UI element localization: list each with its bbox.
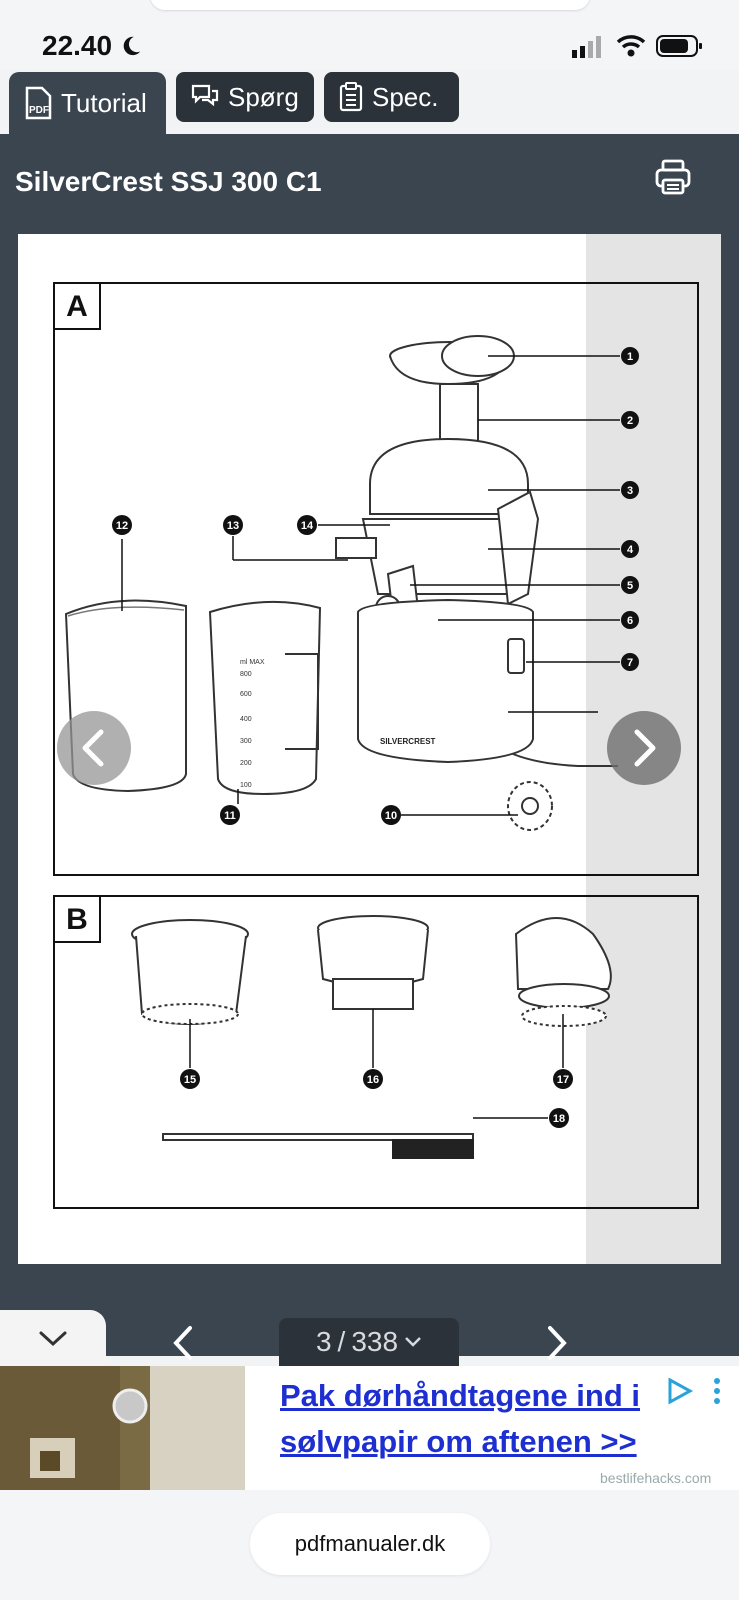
- jug-11: [208, 600, 322, 796]
- status-bar: [0, 0, 739, 70]
- manual-illustration: A ml MAX 800 600 400 300 200 100: [53, 282, 699, 1209]
- url-bar-edge[interactable]: [150, 0, 590, 10]
- battery-icon: [656, 35, 702, 57]
- svg-text:17: 17: [557, 1074, 569, 1086]
- chevron-down-icon: [39, 1331, 67, 1347]
- svg-text:11: 11: [224, 810, 236, 822]
- current-page: 3: [315, 1326, 332, 1357]
- next-page-arrow[interactable]: [544, 1325, 570, 1361]
- callout-badges-a: 1 2 3 4 5 6 7 10 11 12 13 14: [112, 347, 639, 825]
- tab-tutorial[interactable]: PDF Tutorial: [9, 72, 166, 134]
- juicer-drawing: [335, 335, 553, 831]
- tab-label: Tutorial: [61, 87, 147, 118]
- section-b-label-box: [53, 895, 101, 943]
- ad-image[interactable]: [0, 1366, 245, 1490]
- svg-text:200: 200: [240, 760, 252, 767]
- chat-icon: [191, 84, 219, 107]
- tab-spec[interactable]: Spec.: [324, 72, 459, 122]
- pdf-icon: PDF: [25, 86, 52, 120]
- chevron-down-icon: [405, 1337, 421, 1347]
- svg-text:10: 10: [385, 810, 397, 822]
- callout-badges-b: 15 16 17 18: [180, 1069, 573, 1128]
- status-time: 22.40: [42, 30, 142, 62]
- svg-text:12: 12: [116, 520, 128, 532]
- jug-scale: ml MAX 800 600 400 300 200 100: [240, 659, 265, 789]
- tab-ask[interactable]: Spørg: [176, 72, 314, 122]
- svg-text:300: 300: [240, 738, 252, 745]
- svg-text:4: 4: [627, 544, 634, 556]
- print-icon[interactable]: [654, 158, 692, 196]
- section-a-frame: [53, 282, 699, 876]
- page-indicator[interactable]: 3 / 338: [279, 1318, 459, 1366]
- ad-headline-1[interactable]: Pak dørhåndtagene ind i: [280, 1378, 640, 1413]
- more-options-icon[interactable]: [712, 1376, 722, 1406]
- svg-text:7: 7: [627, 657, 633, 669]
- clipboard-icon: [339, 82, 363, 112]
- chevron-left-icon: [82, 729, 104, 767]
- svg-text:3: 3: [627, 485, 633, 497]
- section-a-label: A: [66, 290, 88, 323]
- signal-icon: [572, 36, 601, 58]
- collapse-toggle[interactable]: [0, 1310, 106, 1366]
- svg-text:PDF: PDF: [29, 105, 49, 116]
- svg-text:6: 6: [627, 615, 633, 627]
- svg-text:ml MAX: ml MAX: [240, 659, 265, 666]
- brand-mark: SILVERCREST: [380, 737, 436, 746]
- moon-icon: [123, 36, 141, 56]
- ad-source: bestlifehacks.com: [600, 1470, 712, 1486]
- section-b-label: B: [66, 903, 88, 936]
- ad-banner[interactable]: Pak dørhåndtagene ind i sølvpapir om aft…: [0, 1366, 739, 1490]
- svg-text:18: 18: [553, 1113, 565, 1125]
- svg-text:2: 2: [627, 415, 633, 427]
- chevron-right-icon: [634, 729, 656, 767]
- pdf-page[interactable]: A ml MAX 800 600 400 300 200 100: [18, 234, 721, 1264]
- callout-leaders-a: [232, 355, 620, 816]
- svg-text:14: 14: [301, 520, 314, 532]
- svg-text:400: 400: [240, 716, 252, 723]
- tab-label: Spec.: [372, 81, 439, 112]
- svg-text:100: 100: [240, 782, 252, 789]
- section-a-label-box: [53, 282, 101, 330]
- next-page-button[interactable]: [607, 711, 681, 785]
- document-title: SilverCrest SSJ 300 C1: [15, 166, 322, 197]
- svg-text:13: 13: [227, 520, 239, 532]
- prev-page-button[interactable]: [57, 711, 131, 785]
- parts-drawing-b: [131, 915, 612, 1159]
- site-address-pill[interactable]: pdfmanualer.dk: [250, 1513, 490, 1575]
- page-separator: /: [337, 1326, 346, 1357]
- adchoices-icon[interactable]: [664, 1376, 694, 1406]
- document-header: [0, 134, 739, 234]
- svg-text:15: 15: [184, 1074, 196, 1086]
- svg-text:800: 800: [240, 671, 252, 678]
- svg-text:16: 16: [367, 1074, 379, 1086]
- prev-page-arrow[interactable]: [170, 1325, 196, 1361]
- wifi-icon: [616, 35, 646, 57]
- callout-leaders-b: [189, 1009, 564, 1119]
- svg-text:600: 600: [240, 691, 252, 698]
- section-b-frame: [53, 895, 699, 1209]
- ad-headline-2[interactable]: sølvpapir om aftenen >>: [280, 1424, 637, 1459]
- svg-text:1: 1: [627, 351, 633, 363]
- total-pages: 338: [351, 1326, 399, 1357]
- svg-text:5: 5: [627, 580, 633, 592]
- tab-label: Spørg: [228, 81, 299, 112]
